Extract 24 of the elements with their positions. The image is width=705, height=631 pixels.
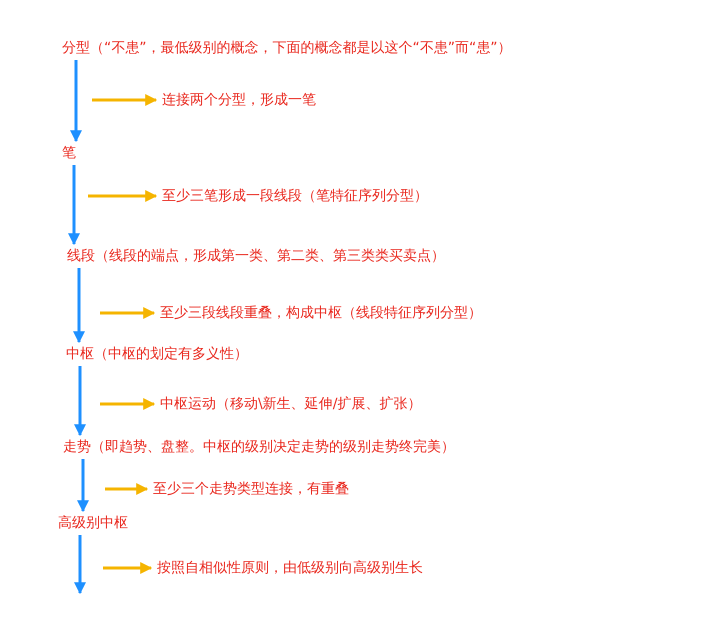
arrow (88, 190, 158, 202)
arrow (105, 483, 148, 495)
arrow (100, 398, 156, 410)
arrow (74, 366, 86, 436)
note-text: 连接两个分型，形成一笔 (162, 91, 316, 109)
arrow (92, 94, 158, 106)
note-text: 中枢运动（移动\新生、延伸/扩展、扩张） (160, 395, 422, 413)
concept-text: 走势（即趋势、盘整。中枢的级别决定走势的级别走势终完美） (63, 438, 455, 456)
arrow (70, 60, 82, 142)
arrow (74, 535, 86, 594)
arrow (100, 307, 156, 319)
note-text: 至少三笔形成一段线段（笔特征序列分型） (162, 187, 428, 205)
note-text: 至少三段线段重叠，构成中枢（线段特征序列分型） (160, 304, 482, 322)
concept-text: 线段（线段的端点，形成第一类、第二类、第三类类买卖点） (67, 247, 445, 265)
arrow (103, 562, 152, 574)
concept-text: 笔 (62, 144, 76, 162)
arrow (77, 459, 89, 512)
concept-text: 高级别中枢 (58, 514, 128, 532)
note-text: 按照自相似性原则，由低级别向高级别生长 (157, 559, 423, 577)
concept-text: 中枢（中枢的划定有多义性） (66, 345, 248, 363)
arrow (68, 165, 80, 246)
arrow (73, 268, 85, 344)
note-text: 至少三个走势类型连接，有重叠 (153, 480, 349, 498)
concept-text: 分型（“不患”，最低级别的概念，下面的概念都是以这个“不患”而“患”） (62, 39, 512, 57)
